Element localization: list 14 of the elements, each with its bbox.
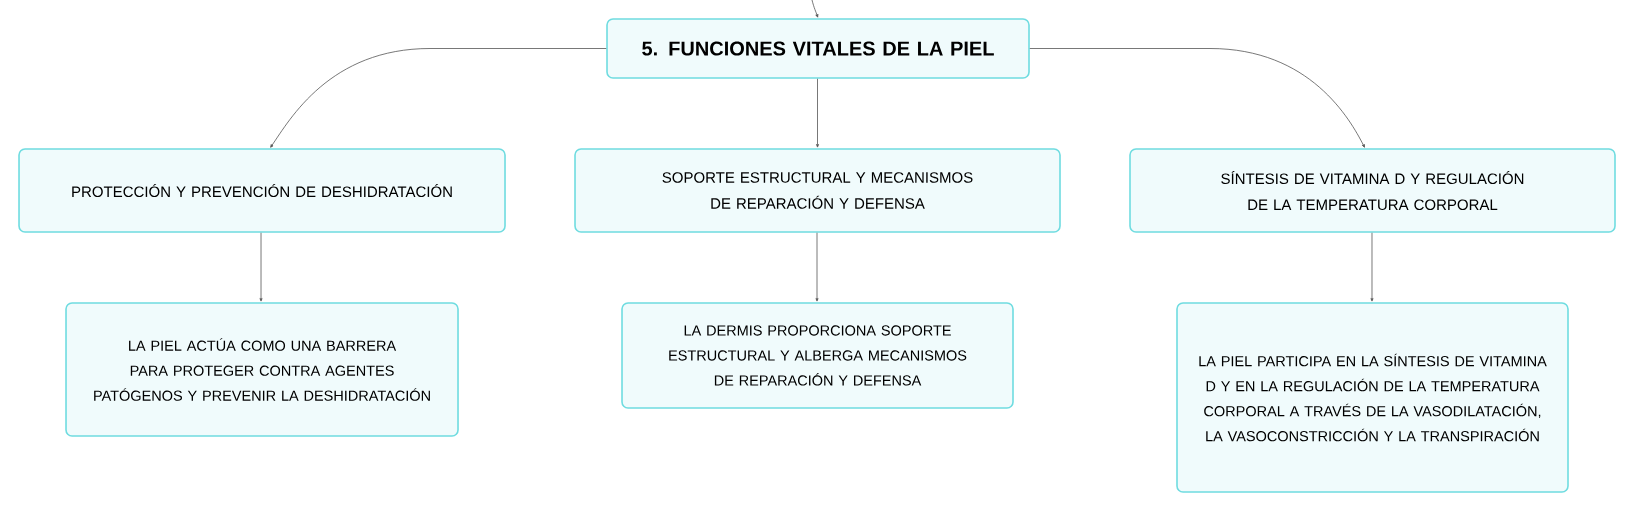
- arrow: [811, 0, 819, 18]
- topic-box: SOPORTE ESTRUCTURAL Y MECANISMOS DE REPARACIÓN Y DEFENSA: [574, 148, 1061, 233]
- arrow: [815, 232, 819, 302]
- subtopic-box: LA PIEL ACTÚA COMO UNA BARRERA PARA PROTEGER CONTRA AGENTES PATÓGENOS Y PREVENIR LA DESHIDRATACIÓN: [65, 302, 459, 437]
- arrow: [1029, 48, 1365, 148]
- arrow: [816, 78, 819, 148]
- topic-box: SÍNTESIS DE VITAMINA D Y REGULACIÓN DE LA TEMPERATURA CORPORAL: [1129, 148, 1616, 233]
- central-topic-box: 5. FUNCIONES VITALES DE LA PIEL: [606, 18, 1030, 79]
- arrow: [1370, 232, 1374, 302]
- arrow: [270, 48, 607, 148]
- arrow: [259, 232, 263, 302]
- topic-box: PROTECCIÓN Y PREVENCIÓN DE DESHIDRATACIÓN: [18, 148, 506, 233]
- subtopic-box: LA PIEL PARTICIPA EN LA SÍNTESIS DE VITAMINA D Y EN LA REGULACIÓN DE LA TEMPERATURA CORPORAL A TRAVÉS DE LA VASODILATACIÓN, LA VASOCONSTRICCIÓN Y LA TRANSPIRACIÓN: [1176, 302, 1569, 493]
- subtopic-box: LA DERMIS PROPORCIONA SOPORTE ESTRUCTURAL Y ALBERGA MECANISMOS DE REPARACIÓN Y DEFENSA: [621, 302, 1014, 409]
